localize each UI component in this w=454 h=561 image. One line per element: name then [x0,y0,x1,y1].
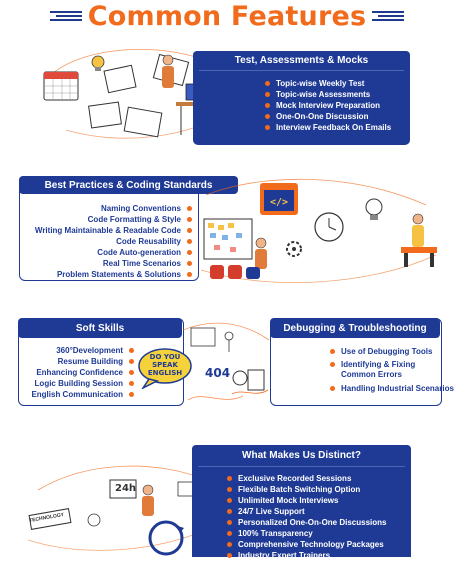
bullet-icon [227,520,232,525]
speech-bubble-text: DO YOU SPEAK ENGLISH [147,353,183,377]
list-item: 100% Transparency [227,528,386,539]
bullet-icon [227,487,232,492]
list-item: Exclusive Recorded Sessions [227,473,386,484]
gear-icon [286,241,302,257]
list-item: Naming Conventions [35,203,192,214]
list-item: Handling Industrial Scenarios [330,383,454,394]
title-decoration-left [49,11,82,21]
lightbulb-icon [91,55,105,71]
calendar-icon [43,71,79,101]
bullet-icon [187,239,192,244]
list-item: Enhancing Confidence [31,367,134,378]
test-heading: Test, Assessments & Mocks [193,51,410,69]
bullet-icon [330,386,335,391]
bullet-icon [265,125,270,130]
list-item: Writing Maintainable & Readable Code [35,225,192,236]
bullet-icon [265,92,270,97]
bullet-icon [265,114,270,119]
error-404-label: 404 [205,366,231,380]
best-practices-illustration: </> [200,178,437,283]
bullet-icon [227,498,232,503]
list-item: One-On-One Discussion [265,111,391,122]
bullet-icon [227,509,232,514]
list-item: Use of Debugging Tools [330,346,442,357]
list-item: Problem Statements & Solutions [35,269,192,280]
list-item: English Communication [31,389,134,400]
24h-sign-text: 24h [115,483,137,494]
list-item: Code Auto-generation [35,247,192,258]
list-item: Interview Feedback On Emails [265,122,391,133]
soft-skills-illustration [183,322,269,401]
list-item: Code Reusability [35,236,192,247]
list-item: Topic-wise Assessments [265,89,391,100]
bullet-icon [227,542,232,547]
bullet-icon [187,228,192,233]
speech-bubble: DO YOU SPEAK ENGLISH [137,347,193,389]
list-item: Real Time Scenarios [35,258,192,269]
bullet-icon [187,250,192,255]
bullet-icon [187,206,192,211]
test-card: Test, Assessments & Mocks Topic-wise Wee… [193,51,410,145]
page-header: Common Features [0,0,454,32]
bullet-icon [129,370,134,375]
list-item: 360°Development [31,345,134,356]
list-item: Industry Expert Trainers [227,550,386,561]
list-item: Unlimited Mock Interviews [227,495,386,506]
bullet-icon [227,553,232,558]
list-item: Identifying & Fixing Common Errors [330,360,442,380]
list-item: Flexible Batch Switching Option [227,484,386,495]
list-item: Topic-wise Weekly Test [265,78,391,89]
24h-sign [109,479,137,499]
bullet-icon [227,531,232,536]
test-list: Topic-wise Weekly Test Topic-wise Assess… [265,78,391,133]
debugging-list: Use of Debugging Tools Identifying & Fix… [330,346,454,394]
list-item: Comprehensive Technology Packages [227,539,386,550]
list-item: Resume Building [31,356,134,367]
distinct-list: Exclusive Recorded Sessions Flexible Bat… [227,473,386,561]
list-item: Mock Interview Preparation [265,100,391,111]
bullet-icon [265,81,270,86]
bullet-icon [227,476,232,481]
list-item: Code Formatting & Style [35,214,192,225]
bullet-icon [187,272,192,277]
list-item: Personalized One-On-One Discussions [227,517,386,528]
svg-text:</>: </> [270,197,288,208]
bullet-icon [330,362,335,367]
title-decoration-right [372,11,405,21]
soft-skills-list: 360°Development Resume Building Enhancin… [31,345,134,400]
distinct-card: What Makes Us Distinct? Exclusive Record… [192,445,411,560]
code-icon: </> [260,183,298,215]
bullet-icon [187,217,192,222]
bullet-icon [187,261,192,266]
distinct-illustration [28,465,207,556]
bullet-icon [129,348,134,353]
list-item: 24/7 Live Support [227,506,386,517]
bullet-icon [265,103,270,108]
soft-skills-heading: Soft Skills [18,318,182,338]
distinct-heading: What Makes Us Distinct? [192,445,411,465]
clock-icon [314,212,344,242]
debugging-illustration [231,369,269,395]
bullet-icon [129,359,134,364]
list-item: Logic Building Session [31,378,134,389]
bullet-icon [129,392,134,397]
cycle-arrows-icon [148,520,184,556]
page-title: Common Features [87,0,367,32]
best-practices-list: Naming Conventions Code Formatting & Sty… [35,203,192,280]
best-practices-heading: Best Practices & Coding Standards [19,176,238,194]
bullet-icon [330,349,335,354]
debugging-heading: Debugging & Troubleshooting [270,318,440,338]
bullet-icon [129,381,134,386]
